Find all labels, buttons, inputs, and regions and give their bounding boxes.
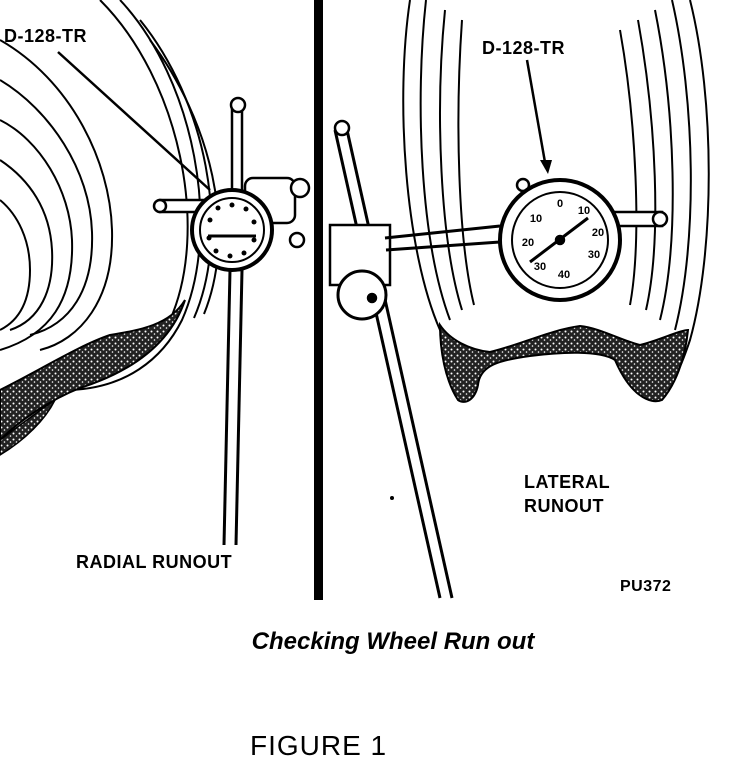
dial-number: 0: [557, 198, 563, 210]
right-gauge-dial-numbers: 0 10 20 30 40 30 20 10: [522, 198, 604, 281]
lateral-runout-line1: LATERAL: [524, 472, 611, 492]
dial-number: 20: [592, 227, 604, 239]
right-tire-tread: [438, 321, 690, 403]
right-tool-leader-arrow: [540, 160, 552, 174]
panel-divider: [314, 0, 323, 600]
right-dial-indicator: [328, 119, 669, 599]
left-tool-leader-line: [57, 51, 211, 191]
left-tire: [0, 0, 220, 391]
lateral-runout-line2: RUNOUT: [524, 496, 604, 516]
figure-code: PU372: [620, 578, 672, 595]
right-tire: [402, 0, 710, 401]
dial-number: 10: [578, 205, 590, 217]
dial-number: 40: [558, 269, 570, 281]
dial-number: 30: [588, 249, 600, 261]
right-tool-label: D-128-TR: [482, 38, 566, 58]
left-dial-indicator: [152, 96, 311, 546]
right-tool-leader-line: [525, 59, 548, 169]
dial-number: 10: [530, 213, 542, 225]
left-tire-tread-lower: [0, 397, 57, 456]
left-tool-label: D-128-TR: [4, 26, 88, 46]
figure-caption: Checking Wheel Run out: [251, 628, 535, 655]
figure-title: FIGURE 1: [250, 730, 388, 761]
speck: [390, 496, 394, 500]
dial-number: 20: [522, 237, 534, 249]
lateral-runout-label: LATERAL RUNOUT: [524, 470, 610, 518]
wheel-runout-illustration: 0 10 20 30 40 30 20 10: [0, 0, 710, 600]
dial-number: 30: [534, 261, 546, 273]
radial-runout-label: RADIAL RUNOUT: [76, 552, 233, 572]
